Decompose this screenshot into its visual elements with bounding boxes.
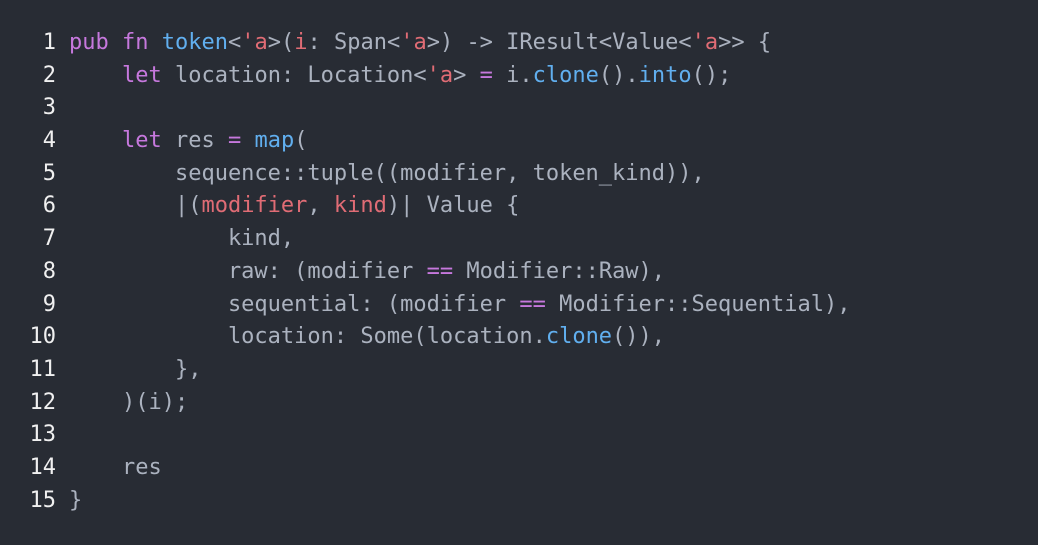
- code-line[interactable]: 12 )(i);: [0, 387, 1038, 420]
- token-text: [69, 63, 122, 88]
- line-code[interactable]: let location: Location<'a> = i.clone().i…: [69, 60, 731, 93]
- line-number: 15: [29, 487, 57, 513]
- line-code[interactable]: sequential: (modifier == Modifier::Seque…: [69, 289, 851, 322]
- token-keyword: fn: [122, 30, 149, 55]
- line-number: 1: [42, 30, 56, 55]
- token-text: }: [69, 487, 83, 513]
- token-text: )| Value {: [386, 193, 520, 219]
- code-line[interactable]: 3: [0, 92, 1038, 125]
- token-text: <: [227, 30, 242, 55]
- token-text: )(i);: [69, 389, 189, 415]
- token-text: (: [294, 128, 308, 154]
- token-text: i.: [492, 62, 533, 88]
- token-text: |(: [69, 193, 202, 219]
- token-operator: =: [479, 62, 493, 88]
- token-text: ();: [691, 62, 732, 88]
- code-line[interactable]: 6 |(modifier, kind)| Value {: [0, 190, 1038, 223]
- token-text: location: Location<: [161, 62, 427, 88]
- line-number: 4: [42, 128, 56, 154]
- token-param: modifier: [201, 193, 308, 219]
- token-keyword: pub: [69, 30, 109, 55]
- token-function: into: [638, 62, 692, 88]
- code-line[interactable]: 7 kind,: [0, 223, 1038, 256]
- code-line[interactable]: 4 let res = map(: [0, 125, 1038, 158]
- line-code[interactable]: |(modifier, kind)| Value {: [69, 190, 519, 223]
- token-text: location: Some(location.: [69, 324, 546, 350]
- token-text: ()),: [612, 324, 666, 350]
- token-keyword: let: [121, 62, 162, 88]
- token-function: token: [161, 30, 228, 55]
- token-operator: =: [227, 128, 242, 154]
- token-function: clone: [532, 62, 599, 88]
- token-lifetime: 'a: [400, 30, 427, 55]
- code-line[interactable]: 15}: [0, 485, 1038, 518]
- token-text: [241, 128, 254, 153]
- code-line[interactable]: 5 sequence::tuple((modifier, token_kind)…: [0, 158, 1038, 191]
- token-text: Modifier::Raw),: [453, 258, 666, 284]
- token-text: res: [161, 128, 228, 154]
- token-param: i: [294, 30, 308, 55]
- token-text: sequence::tuple((modifier, token_kind)),: [69, 160, 705, 186]
- token-param: kind: [333, 193, 387, 219]
- token-text: >(: [267, 30, 295, 55]
- token-text: >> {: [718, 30, 772, 55]
- line-number: 2: [42, 62, 56, 88]
- token-text: kind,: [69, 226, 295, 252]
- line-code[interactable]: res: [69, 452, 162, 485]
- token-text: sequential: (modifier: [69, 291, 520, 317]
- code-line[interactable]: 10 location: Some(location.clone()),: [0, 321, 1038, 354]
- token-operator: ==: [519, 291, 546, 317]
- line-code[interactable]: let res = map(: [69, 125, 307, 158]
- line-number: 5: [42, 160, 56, 186]
- token-text: raw: (modifier: [69, 258, 427, 284]
- line-number: 12: [29, 389, 57, 415]
- token-function: map: [254, 128, 295, 154]
- line-number: 10: [29, 324, 57, 350]
- token-text: [69, 128, 122, 153]
- line-code[interactable]: )(i);: [69, 387, 188, 420]
- line-number: 13: [29, 422, 57, 448]
- token-lifetime: 'a: [241, 30, 268, 55]
- token-text: res: [69, 454, 162, 480]
- line-number: 11: [29, 356, 57, 382]
- token-operator: ==: [426, 258, 454, 284]
- code-line[interactable]: 14 res: [0, 452, 1038, 485]
- code-line[interactable]: 2 let location: Location<'a> = i.clone()…: [0, 60, 1038, 93]
- token-text: ().: [598, 62, 639, 88]
- code-line[interactable]: 11 },: [0, 354, 1038, 387]
- code-line[interactable]: 9 sequential: (modifier == Modifier::Seq…: [0, 289, 1038, 322]
- token-text: [109, 30, 122, 55]
- line-number: 6: [42, 193, 56, 219]
- line-code[interactable]: location: Some(location.clone()),: [69, 321, 665, 354]
- line-code[interactable]: }: [69, 485, 82, 518]
- line-number: 7: [42, 226, 56, 252]
- code-line[interactable]: 13: [0, 419, 1038, 452]
- line-number: 9: [42, 291, 56, 317]
- line-code[interactable]: pub fn token<'a>(i: Span<'a>) -> IResult…: [69, 27, 771, 60]
- line-number: 14: [29, 454, 57, 480]
- token-text: Modifier::Sequential),: [545, 291, 851, 317]
- token-text: : Span<: [307, 30, 401, 55]
- code-line[interactable]: 8 raw: (modifier == Modifier::Raw),: [0, 256, 1038, 289]
- token-lifetime: 'a: [426, 62, 454, 88]
- line-number: 8: [42, 258, 56, 284]
- token-text: >: [453, 62, 480, 88]
- line-code[interactable]: sequence::tuple((modifier, token_kind)),: [69, 158, 705, 191]
- token-text: },: [69, 356, 202, 382]
- token-lifetime: 'a: [691, 30, 719, 55]
- line-number: 3: [42, 95, 56, 121]
- line-code[interactable]: kind,: [69, 223, 294, 256]
- token-text: >) -> IResult<Value<: [426, 30, 692, 55]
- token-text: [149, 30, 162, 55]
- line-code[interactable]: },: [69, 354, 202, 387]
- token-keyword: let: [121, 128, 162, 154]
- token-function: clone: [545, 324, 613, 350]
- line-code[interactable]: raw: (modifier == Modifier::Raw),: [69, 256, 665, 289]
- token-text: ,: [307, 193, 334, 219]
